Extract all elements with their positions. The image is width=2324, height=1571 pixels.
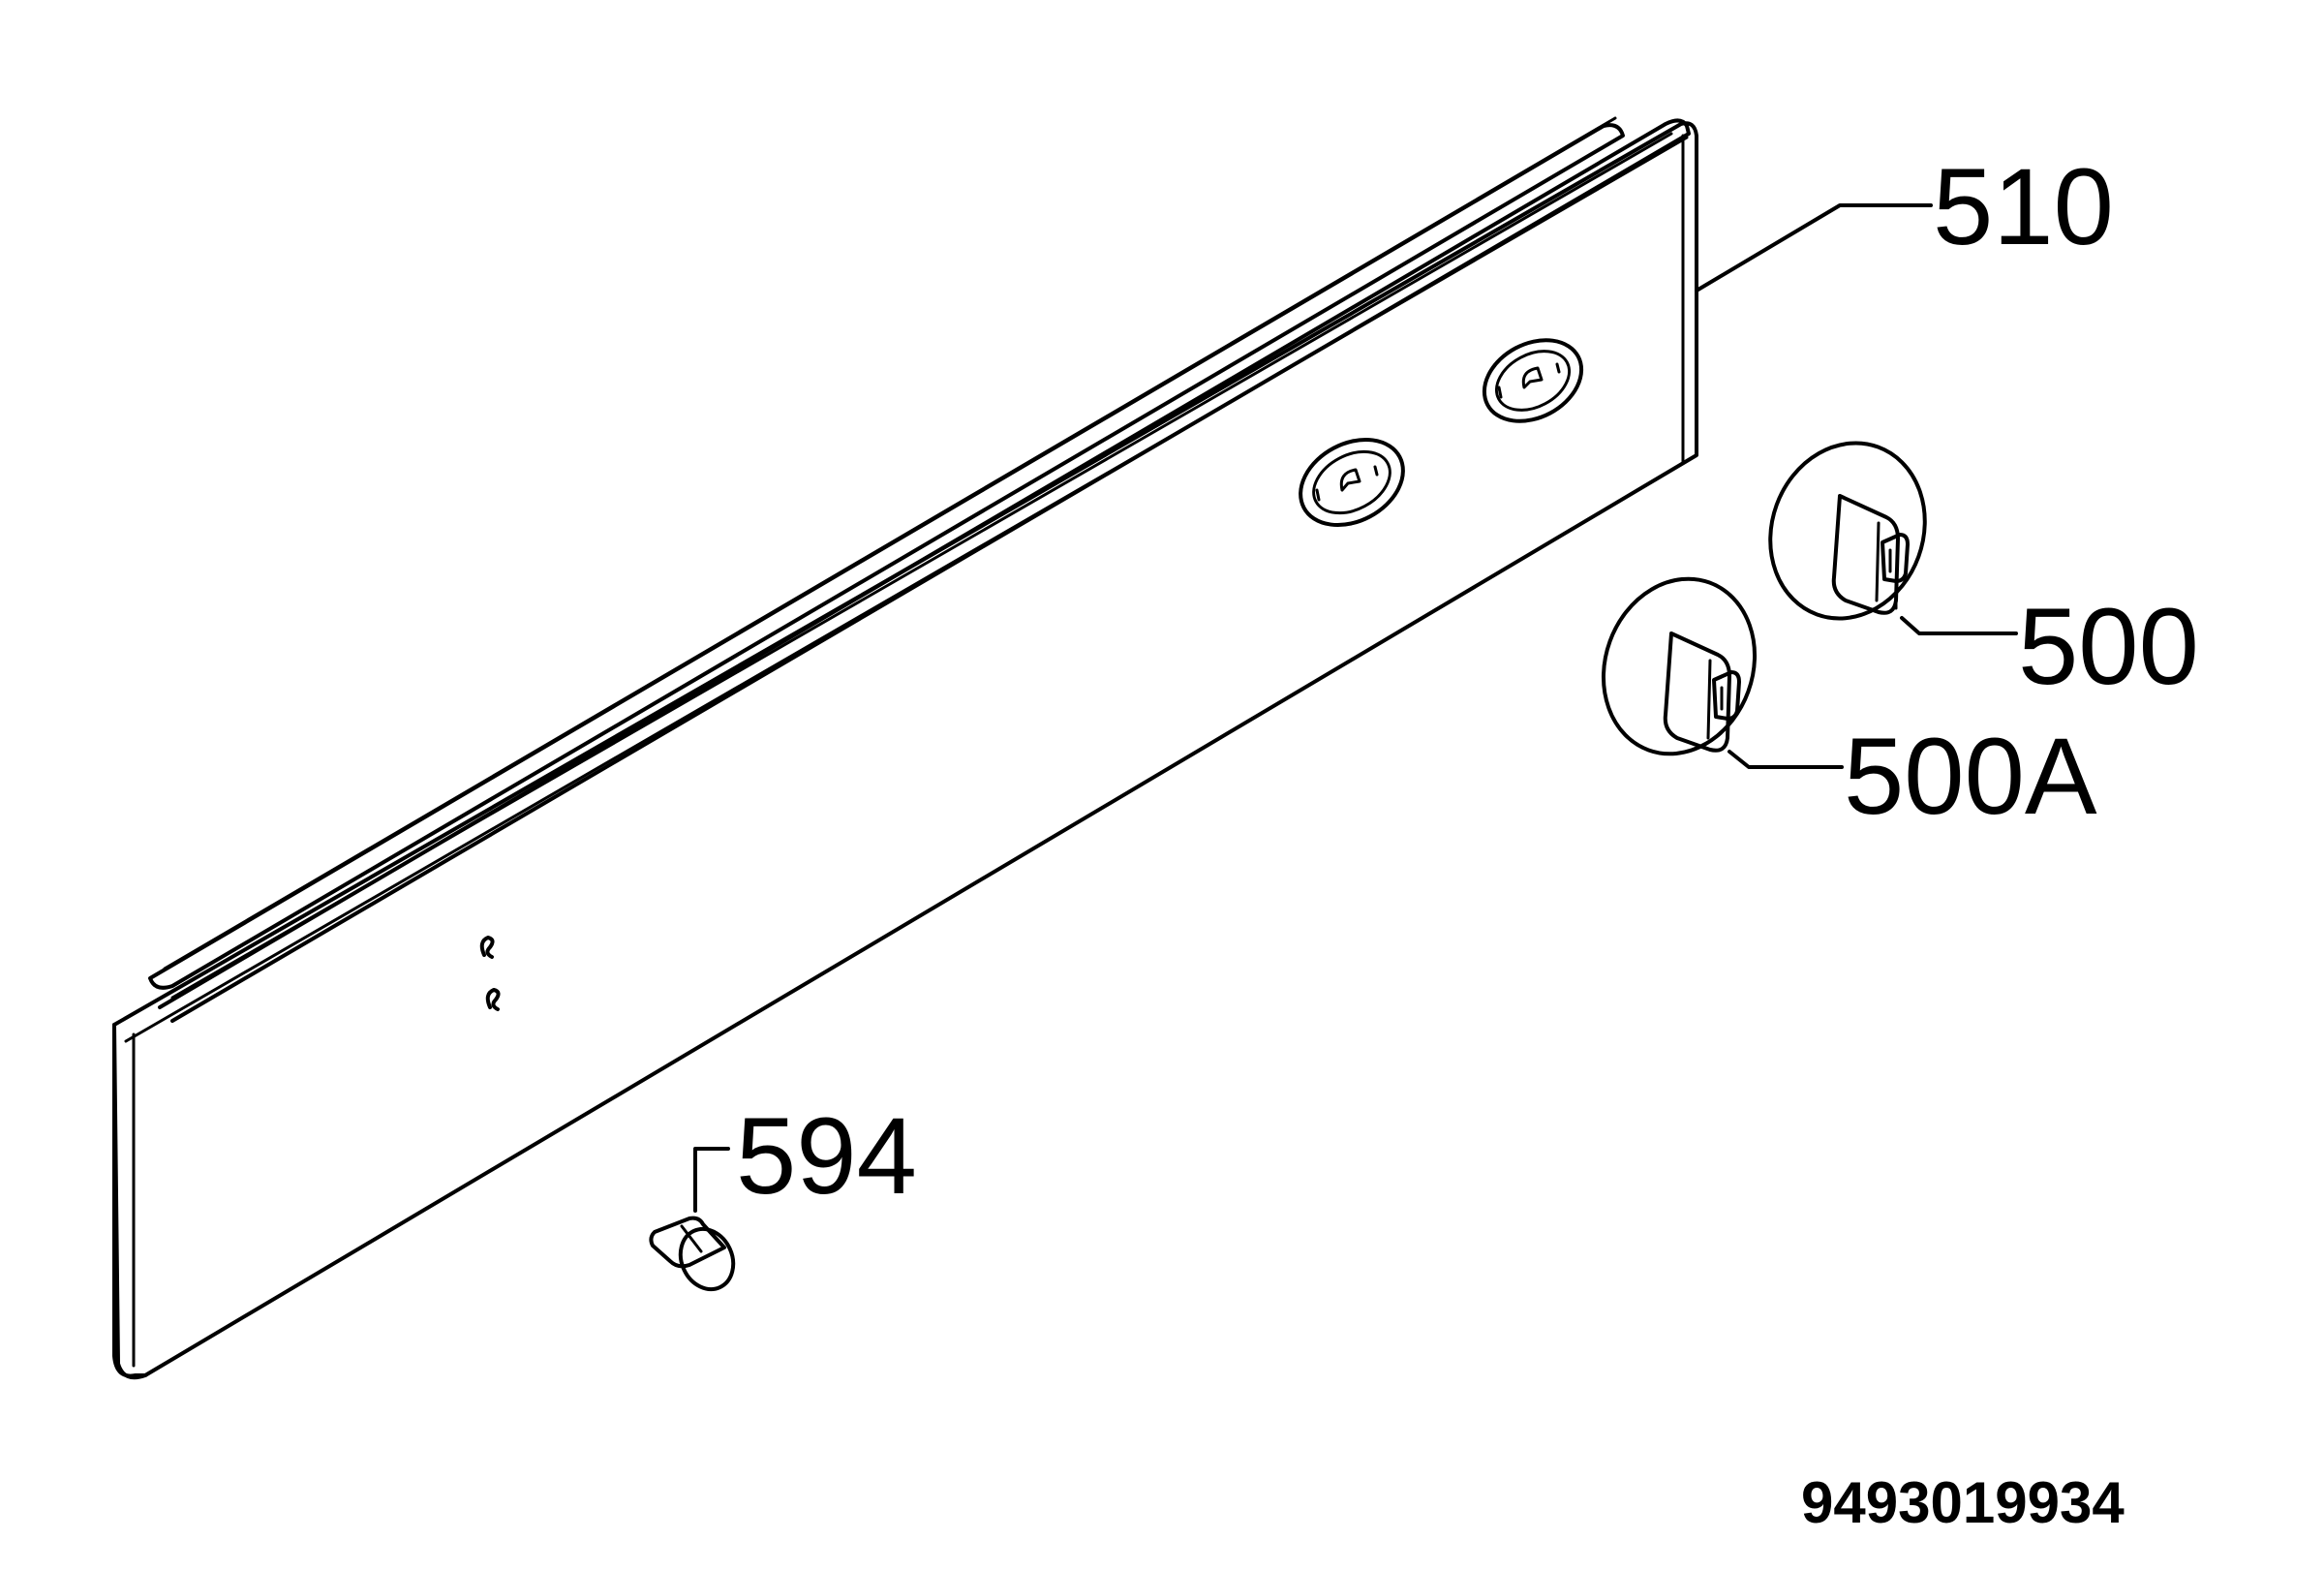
leader-lines <box>693 203 2018 1213</box>
knob-opening-left <box>1299 437 1405 528</box>
knob-500 <box>1768 441 1927 621</box>
callout-594: 594 <box>736 1095 917 1217</box>
control-panel <box>112 116 1698 1380</box>
callout-500a: 500A <box>1844 716 2097 837</box>
knob-opening-right <box>1482 338 1584 423</box>
drawing-number: 9493019934 <box>1801 1470 2125 1535</box>
screw-holes <box>479 936 501 1011</box>
callout-510: 510 <box>1933 146 2114 267</box>
knob-500a <box>1601 576 1758 756</box>
callout-500: 500 <box>2018 586 2199 707</box>
screw-594 <box>649 1216 736 1292</box>
